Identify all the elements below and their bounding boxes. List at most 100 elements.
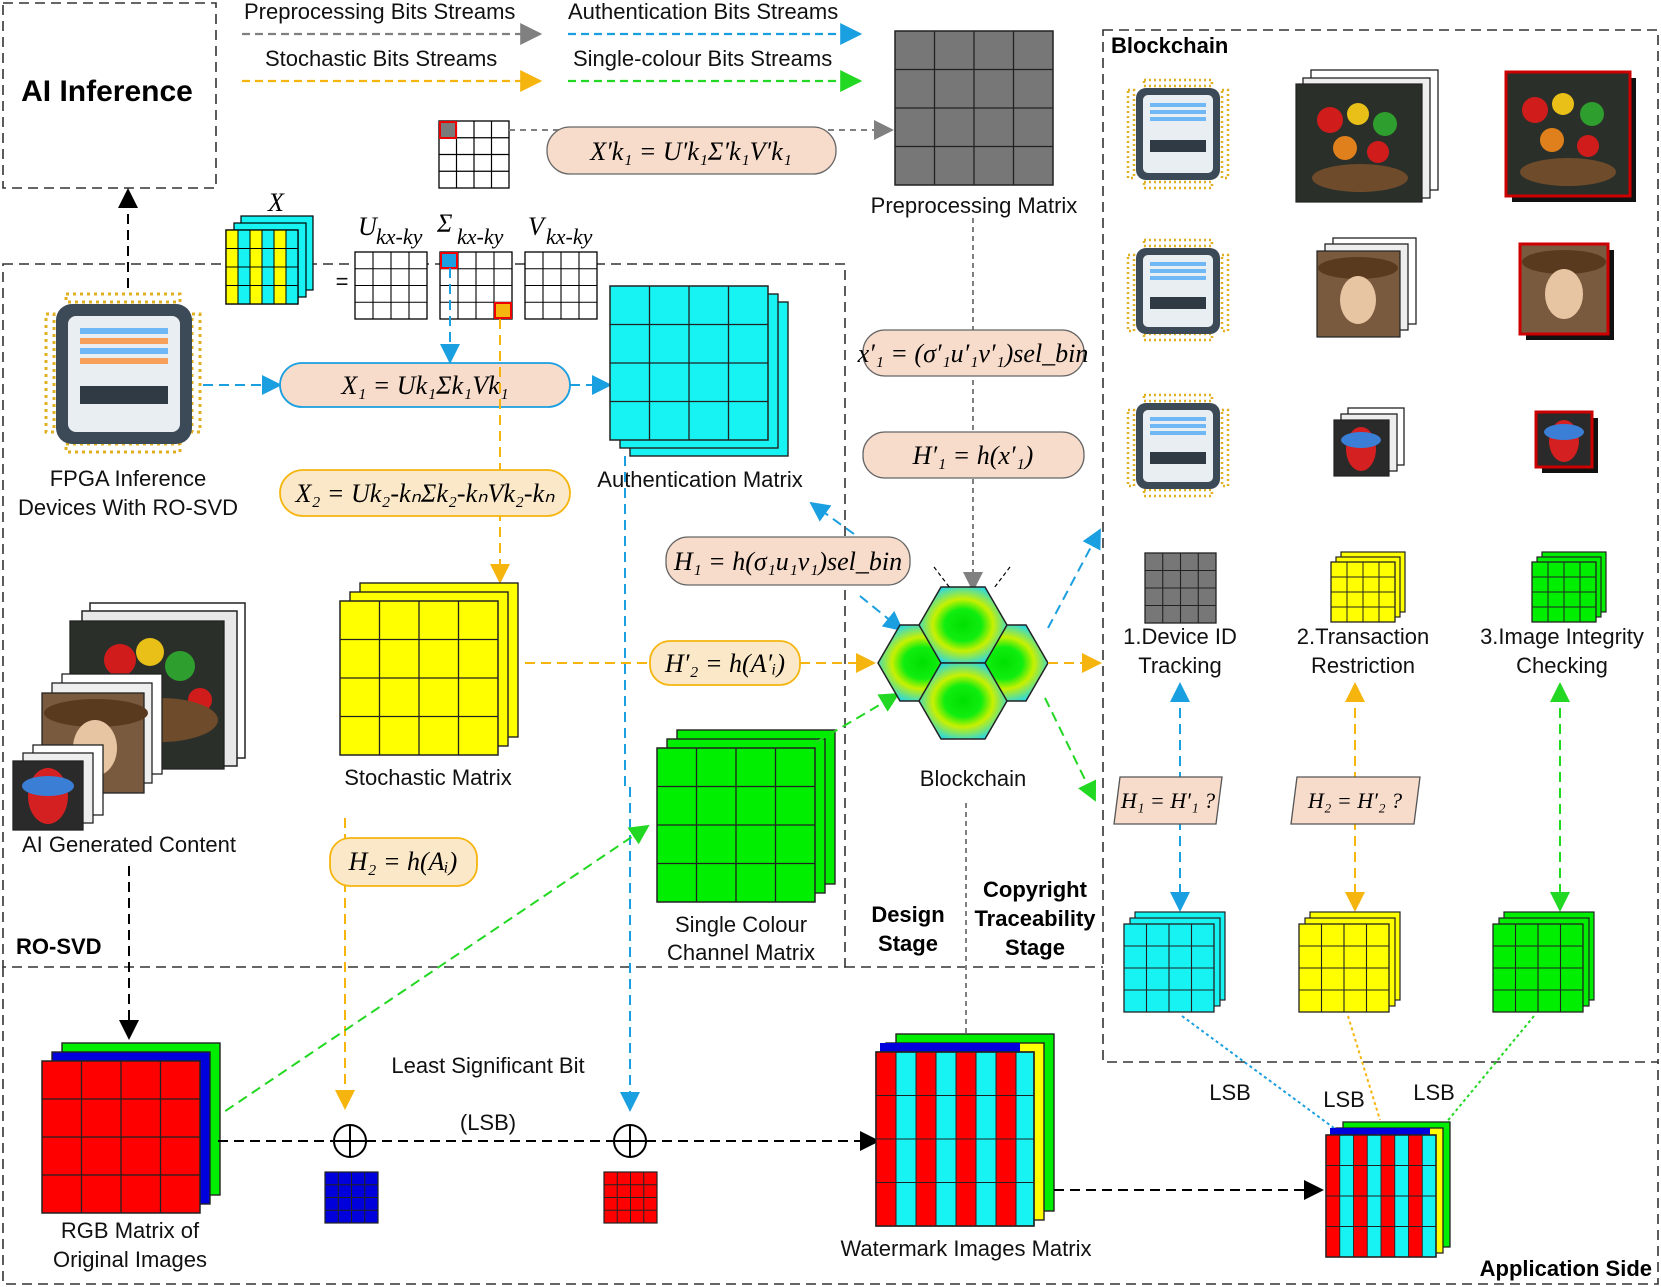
preprocessing-matrix-label: Preprocessing Matrix xyxy=(871,193,1078,218)
single-colour-label-2: Channel Matrix xyxy=(667,940,815,965)
single-colour-label-1: Single Colour xyxy=(675,912,807,937)
formula-h1-box xyxy=(665,536,911,586)
lsb-full-label: Least Significant Bit xyxy=(391,1053,584,1078)
lsb-green-line xyxy=(1444,1015,1535,1125)
check-h1-box xyxy=(1113,776,1223,825)
green-matrix-small xyxy=(1492,911,1595,1013)
ro-svd-label: RO-SVD xyxy=(16,934,102,959)
application-side-frame xyxy=(2,967,1659,1285)
blockchain-node-label: Blockchain xyxy=(920,766,1026,791)
device-id-label-1: 1.Device ID xyxy=(1123,624,1237,649)
fpga-label-1: FPGA Inference xyxy=(50,466,207,491)
copyright-stage-label-2: Traceability xyxy=(974,906,1096,931)
watermark-label: Watermark Images Matrix xyxy=(840,1236,1091,1261)
formula-x1p-box xyxy=(546,126,837,175)
blockchain-box-title: Blockchain xyxy=(1111,33,1228,58)
watermark-matrix xyxy=(875,1033,1055,1227)
lsb-label-b: LSB xyxy=(1323,1087,1365,1112)
check-h2-box xyxy=(1290,776,1421,825)
stochastic-matrix-label: Stochastic Matrix xyxy=(344,765,512,790)
lsb-short-label: (LSB) xyxy=(460,1110,516,1135)
transaction-label-1: 2.Transaction xyxy=(1297,624,1429,649)
sigma-matrix xyxy=(439,251,513,320)
cyan-matrix-small xyxy=(1123,911,1226,1013)
v-matrix-label: V xyxy=(528,212,547,241)
authentication-matrix xyxy=(609,285,789,457)
h1-to-auth-arrow xyxy=(809,501,855,535)
formula-x1: X₁ = Uk₁Σk₁Vk₁ xyxy=(340,371,508,400)
copyright-stage-label-3: Stage xyxy=(1005,935,1065,960)
transaction-label-2: Restriction xyxy=(1311,653,1415,678)
device-id-grid xyxy=(1144,552,1217,624)
small-preproc-grid xyxy=(438,120,510,189)
x-matrix xyxy=(225,215,314,305)
authentication-matrix-label: Authentication Matrix xyxy=(597,467,802,492)
auth-to-xor2-arrow xyxy=(620,456,640,1112)
x-matrix-label: X xyxy=(267,188,285,217)
lady-stack xyxy=(1316,237,1417,338)
ai-inference-box xyxy=(2,2,217,189)
stochastic-matrix xyxy=(339,582,519,756)
mandrill-image-red xyxy=(1534,410,1598,473)
formula-h2p: H′₂ = h(A′ᵢ) xyxy=(664,649,785,678)
lsb-orange-line xyxy=(1347,1015,1381,1121)
formula-h2-box xyxy=(329,837,478,887)
single-colour-matrix xyxy=(656,729,836,903)
rgb-label-2: Original Images xyxy=(53,1247,207,1272)
formula-h1: H₁ = h(σ₁u₁v₁)sel_bin xyxy=(673,547,902,576)
xor-icon-1 xyxy=(333,1124,367,1158)
check-h2: H₂ = H′₂ ? xyxy=(1307,788,1402,813)
equals-sign: = xyxy=(336,269,349,294)
integrity-label-2: Checking xyxy=(1516,653,1608,678)
lsb-blue-line xyxy=(1181,1015,1343,1135)
sigma-matrix-sub: kx-ky xyxy=(457,224,504,249)
formula-h1p-box xyxy=(862,431,1085,479)
device-id-label-2: Tracking xyxy=(1138,653,1222,678)
legend-authentication: Authentication Bits Streams xyxy=(568,0,838,24)
transaction-grid xyxy=(1330,551,1406,623)
fpga-chip-icon xyxy=(44,292,202,454)
lsb-label-a: LSB xyxy=(1209,1080,1251,1105)
ai-inference-label: AI Inference xyxy=(21,75,193,108)
design-stage-label-1: Design xyxy=(871,902,944,927)
blockchain-to-check-arrow xyxy=(1044,697,1097,802)
legend-stochastic: Stochastic Bits Streams xyxy=(265,46,497,71)
mandrill-stack xyxy=(1333,407,1405,477)
design-stage-label-2: Stage xyxy=(878,931,938,956)
integrity-grid xyxy=(1531,551,1607,623)
legend: Preprocessing Bits Streams Authenticatio… xyxy=(242,0,863,92)
blue-key-grid xyxy=(324,1171,379,1224)
formula-h1p: H′₁ = h(x′₁) xyxy=(912,441,1034,470)
legend-single-colour: Single-colour Bits Streams xyxy=(573,46,832,71)
chip-icon-row2 xyxy=(1126,238,1230,342)
formula-x1p: X′k₁ = U′k₁Σ′k₁V′k₁ xyxy=(589,137,792,166)
formula-x1bin-box xyxy=(862,329,1085,377)
chip-icon-row3 xyxy=(1126,393,1230,498)
legend-preprocessing: Preprocessing Bits Streams xyxy=(244,0,515,24)
formula-h2: H₂ = h(Aᵢ) xyxy=(348,847,458,876)
u-matrix-label: U xyxy=(358,212,379,241)
formula-x2: X₂ = Uk₂-kₙΣk₂-kₙVk₂-kₙ xyxy=(295,479,556,508)
rgb-label-1: RGB Matrix of xyxy=(61,1218,200,1243)
xor-icon-2 xyxy=(613,1124,647,1158)
single-colour-to-blockchain-arrow xyxy=(814,692,900,744)
peppers-stack xyxy=(1295,69,1439,203)
peppers-image-red xyxy=(1504,70,1636,202)
application-side-label: Application Side xyxy=(1480,1256,1652,1281)
blockchain-to-tracking-arrow xyxy=(1047,528,1101,629)
aigc-image-stack xyxy=(12,602,246,831)
formula-x2-box xyxy=(279,469,571,517)
h1-to-blockchain-arrow xyxy=(859,595,904,632)
red-key-grid xyxy=(603,1171,658,1224)
fpga-label-2: Devices With RO-SVD xyxy=(18,495,238,520)
v-matrix-sub: kx-ky xyxy=(546,224,593,249)
copyright-stage-label-1: Copyright xyxy=(983,877,1088,902)
u-matrix xyxy=(354,251,428,320)
u-matrix-sub: kx-ky xyxy=(376,224,423,249)
preprocessing-matrix xyxy=(894,30,1054,186)
sigma-matrix-label: Σ xyxy=(436,209,453,238)
blockchain-frame xyxy=(1102,29,1659,1063)
check-h1: H₁ = H′₁ ? xyxy=(1120,788,1215,813)
aigc-label: AI Generated Content xyxy=(22,832,236,857)
